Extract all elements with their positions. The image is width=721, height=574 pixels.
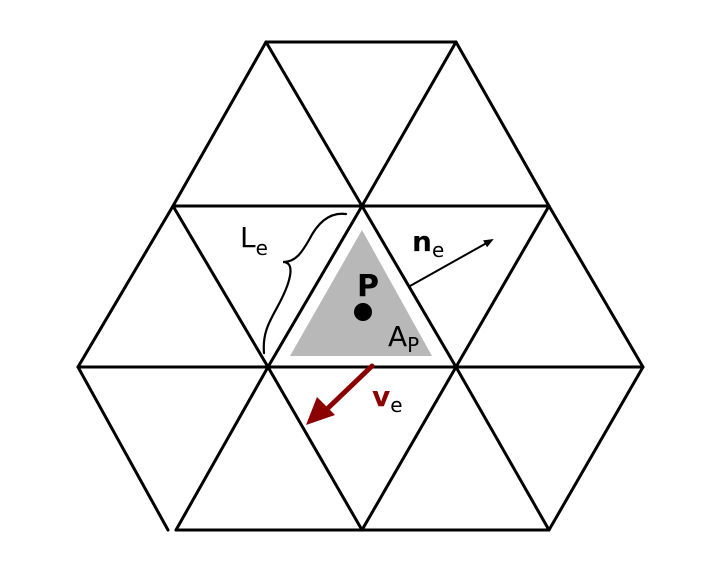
normal-label-main: n <box>412 225 432 258</box>
mesh-edge-d10 <box>454 365 551 532</box>
mesh-edge-d5 <box>360 204 458 369</box>
edge-length-label-main: L <box>240 221 256 254</box>
mesh-edge-d1 <box>264 40 364 208</box>
velocity-label-sub: e <box>390 393 402 417</box>
point-label: P <box>357 269 379 304</box>
velocity-arrow-head <box>306 397 335 425</box>
mesh-edge-d6 <box>454 204 551 369</box>
mesh-edge-d2 <box>360 40 458 208</box>
area-label-main: A <box>388 320 407 353</box>
edge-length-label-sub: e <box>256 236 268 260</box>
mesh-edge-outer-e-upper <box>547 204 645 369</box>
mesh-edge-outer-nw <box>171 40 268 208</box>
area-label: AP <box>388 320 419 357</box>
mesh-edge-d9 <box>360 365 458 532</box>
velocity-arrow-shaft <box>323 363 375 413</box>
normal-vector-arrow <box>409 239 494 287</box>
normal-label-sub: e <box>432 238 444 262</box>
velocity-label-main: v <box>372 380 390 413</box>
control-volume-cell <box>290 230 432 356</box>
edge-length-brace <box>262 212 348 355</box>
mesh-edge-d4 <box>266 204 364 369</box>
velocity-label: ve <box>372 380 403 417</box>
mesh-edge-d8 <box>266 365 364 532</box>
point-p-dot <box>354 303 372 321</box>
mesh-edge-outer-w-lower <box>76 365 170 532</box>
normal-label: ne <box>412 225 444 262</box>
mesh-edges <box>76 40 645 532</box>
mesh-edge-outer-ne <box>454 40 551 208</box>
mesh-edge-outer-w-upper <box>76 204 175 369</box>
area-label-sub: P <box>407 333 419 357</box>
mesh-edge-d3 <box>171 204 270 369</box>
mesh-edge-outer-e-lower <box>547 365 645 532</box>
mesh-edge-d7 <box>174 365 270 532</box>
edge-length-label: Le <box>240 221 268 260</box>
